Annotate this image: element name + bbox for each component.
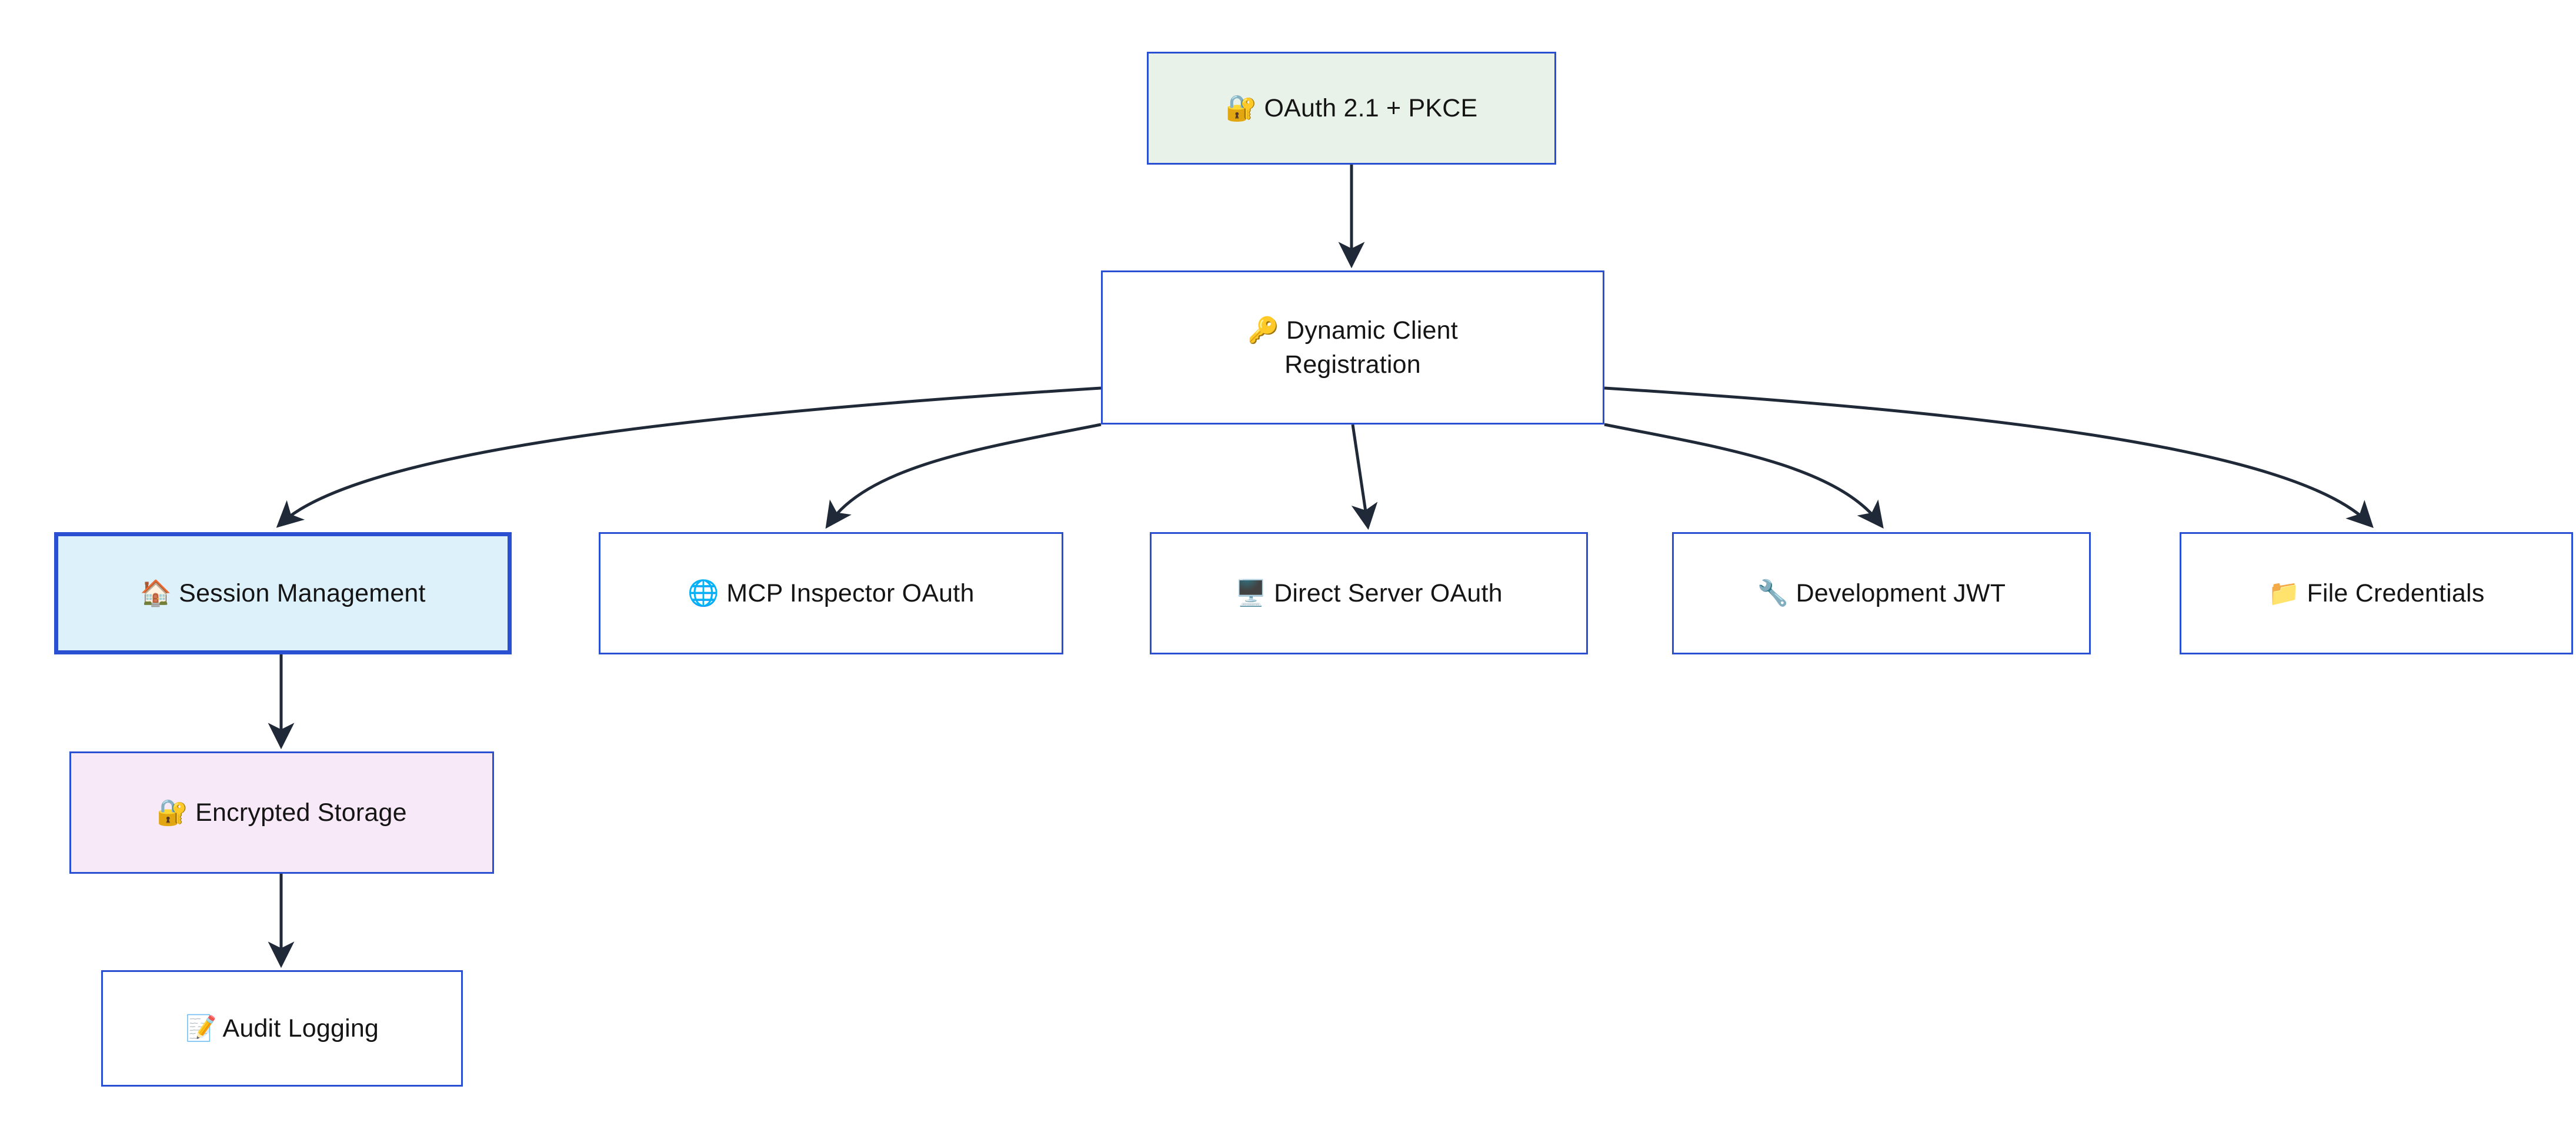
node-label: 🌐 MCP Inspector OAuth — [688, 579, 975, 607]
edge-dcr-to-devjwt — [1604, 423, 1884, 529]
node-label: 🔧 Development JWT — [1757, 579, 2006, 607]
edge-dcr-to-filecred — [1604, 386, 2374, 529]
node-label: 📁 File Credentials — [2268, 579, 2485, 607]
node-label: 🏠 Session Management — [140, 579, 426, 607]
node-label: 🔐 Encrypted Storage — [156, 798, 407, 827]
node-dynamic-client-registration[interactable]: 🔑 Dynamic Client Registration — [1101, 270, 1604, 425]
node-session-management[interactable]: 🏠 Session Management — [54, 532, 512, 654]
node-label: 📝 Audit Logging — [185, 1014, 379, 1043]
node-encrypted-storage[interactable]: 🔐 Encrypted Storage — [69, 751, 494, 874]
node-mcp-inspector-oauth[interactable]: 🌐 MCP Inspector OAuth — [599, 532, 1063, 654]
edge-dcr-to-direct — [1351, 424, 1378, 530]
node-label: 🔑 Dynamic Client Registration — [1247, 316, 1458, 379]
node-audit-logging[interactable]: 📝 Audit Logging — [101, 970, 463, 1087]
node-file-credentials[interactable]: 📁 File Credentials — [2180, 532, 2573, 654]
node-label: 🔐 OAuth 2.1 + PKCE — [1225, 93, 1478, 122]
node-label: 🖥️ Direct Server OAuth — [1235, 579, 1503, 607]
node-oauth-2-1-pkce[interactable]: 🔐 OAuth 2.1 + PKCE — [1147, 52, 1556, 165]
edge-dcr-to-session — [276, 386, 1102, 528]
node-development-jwt[interactable]: 🔧 Development JWT — [1672, 532, 2091, 654]
edge-dcr-to-inspector — [825, 423, 1102, 529]
node-direct-server-oauth[interactable]: 🖥️ Direct Server OAuth — [1150, 532, 1588, 654]
